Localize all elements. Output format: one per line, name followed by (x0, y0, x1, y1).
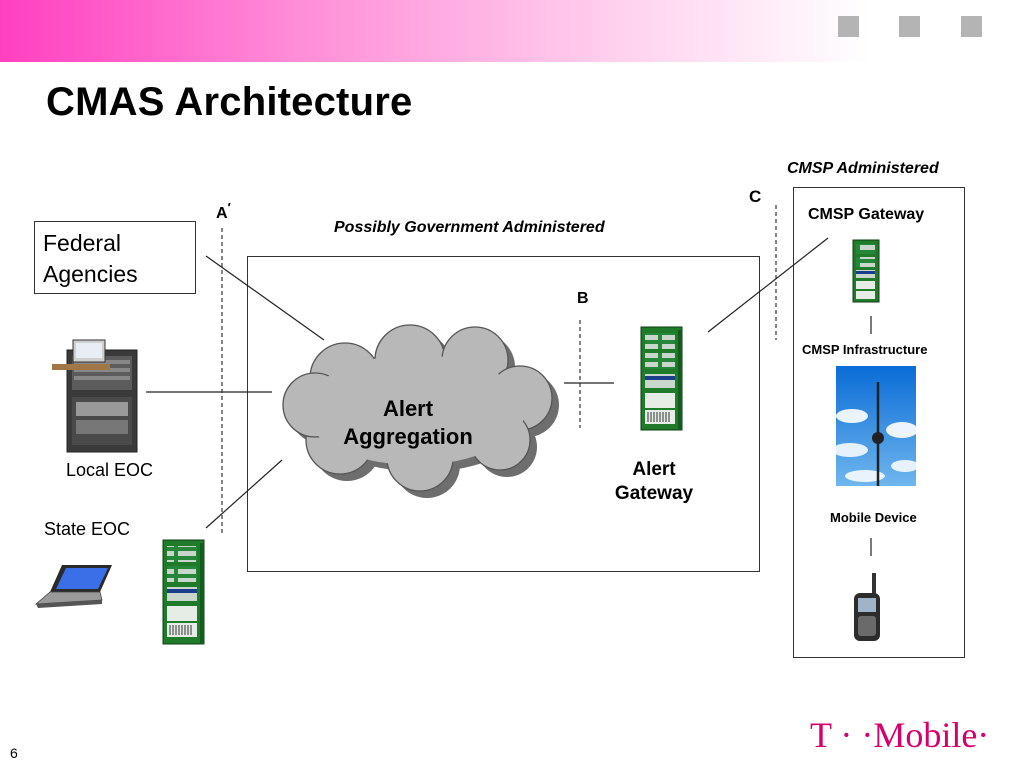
page-number: 6 (10, 745, 18, 761)
workstation-icon (52, 339, 138, 453)
interface-a-letter: A (216, 205, 228, 222)
mobile-phone-icon (854, 573, 880, 641)
cmsp-gateway-label: CMSP Gateway (808, 206, 925, 223)
cmsp-infrastructure-label: CMSP Infrastructure (802, 342, 928, 357)
laptop-icon (34, 565, 112, 608)
federal-agencies-box: Federal Agencies (34, 221, 196, 294)
cmsp-gateway-server-rack-icon (852, 239, 880, 303)
state-eoc-server-rack-icon (162, 539, 205, 645)
corner-square-2 (899, 16, 920, 37)
mobile-device-label: Mobile Device (830, 510, 917, 525)
alert-gateway-server-rack-icon (640, 326, 683, 431)
state-eoc-label: State EOC (44, 519, 131, 539)
interface-c-label: C (749, 187, 762, 206)
alert-aggregation-line2: Aggregation (343, 424, 473, 449)
federal-to-cloud-line (205, 255, 325, 341)
cloud-core (305, 355, 525, 465)
alert-aggregation-line1: Alert (382, 396, 434, 421)
federal-agencies-line2: Agencies (43, 261, 138, 287)
state-eoc-to-cloud-line (205, 459, 283, 529)
tower-photo (832, 366, 919, 486)
federal-agencies-line1: Federal (43, 230, 121, 256)
alert-gateway-line1: Alert (632, 459, 676, 480)
interface-a-prime-mark: ′ (227, 200, 231, 215)
gateway-to-cmsp-line (707, 237, 829, 333)
corner-square-3 (961, 16, 982, 37)
slide-title: CMAS Architecture (46, 80, 413, 124)
interface-b-label: B (577, 290, 589, 307)
possibly-government-administered-label: Possibly Government Administered (334, 219, 605, 236)
t-mobile-logo: T · ·Mobile· (810, 715, 989, 755)
government-administered-box (247, 256, 760, 572)
cmsp-administered-label: CMSP Administered (787, 160, 939, 177)
alert-gateway-line2: Gateway (614, 483, 694, 504)
svg-text:T · ·Mobile·: T · ·Mobile· (810, 715, 989, 755)
corner-square-1 (838, 16, 859, 37)
alert-aggregation-label: Alert Aggregation (300, 395, 516, 451)
interface-a-prime-label: A′ (216, 200, 231, 223)
alert-gateway-label: Alert Gateway (593, 458, 715, 506)
local-eoc-label: Local EOC (66, 460, 154, 480)
cmsp-administered-box (793, 187, 965, 658)
